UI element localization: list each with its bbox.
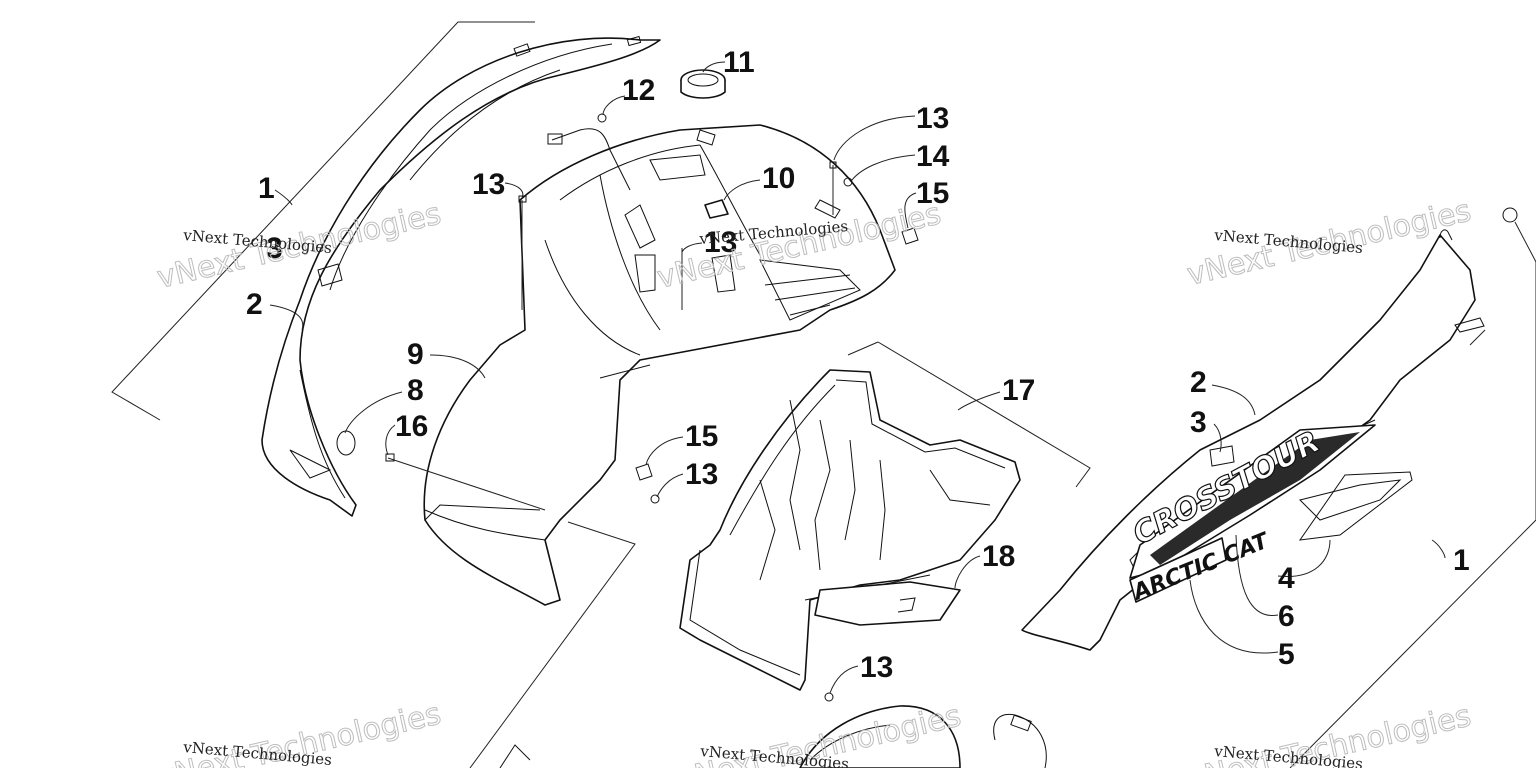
callout-17: 17 — [1002, 374, 1035, 407]
leader-lines — [269, 61, 1446, 694]
callout-18: 18 — [982, 540, 1015, 573]
callout-6: 6 — [1278, 600, 1295, 633]
callout-8: 8 — [407, 374, 424, 407]
callout-2-right: 2 — [1190, 366, 1207, 399]
callout-13-d: 13 — [685, 458, 718, 491]
callout-1-left: 1 — [258, 172, 275, 205]
callout-4: 4 — [1278, 562, 1295, 595]
bottom-partial-parts — [499, 705, 1047, 768]
callout-13-e: 13 — [860, 651, 893, 684]
callout-13-c: 13 — [916, 102, 949, 135]
callout-10: 10 — [762, 162, 795, 195]
right-side-panel — [1021, 207, 1536, 651]
callout-13-b: 13 — [704, 226, 737, 259]
callout-15-a: 15 — [916, 177, 949, 210]
front-fender — [423, 124, 896, 606]
callout-2-left: 2 — [246, 288, 263, 321]
part-10-pad — [704, 199, 729, 219]
left-side-panel — [261, 35, 661, 517]
callout-numbers: 1 3 2 9 8 16 13 12 11 10 13 13 14 15 15 … — [246, 46, 1470, 684]
callout-12: 12 — [622, 74, 655, 107]
callout-15-b: 15 — [685, 420, 718, 453]
callout-1-right: 1 — [1453, 544, 1470, 577]
part-12-wire — [547, 113, 631, 191]
callout-16: 16 — [395, 410, 428, 443]
callout-11: 11 — [723, 46, 755, 79]
callout-5: 5 — [1278, 638, 1295, 671]
part-18-pad — [814, 581, 961, 626]
callout-14: 14 — [916, 140, 950, 173]
callout-9: 9 — [407, 338, 424, 371]
callout-13-a: 13 — [472, 168, 505, 201]
callout-3-right: 3 — [1190, 406, 1207, 439]
storage-box — [679, 369, 1021, 691]
part-11-cap — [680, 69, 726, 99]
callout-3-left: 3 — [266, 232, 283, 265]
group-frame-lines — [111, 21, 1536, 768]
